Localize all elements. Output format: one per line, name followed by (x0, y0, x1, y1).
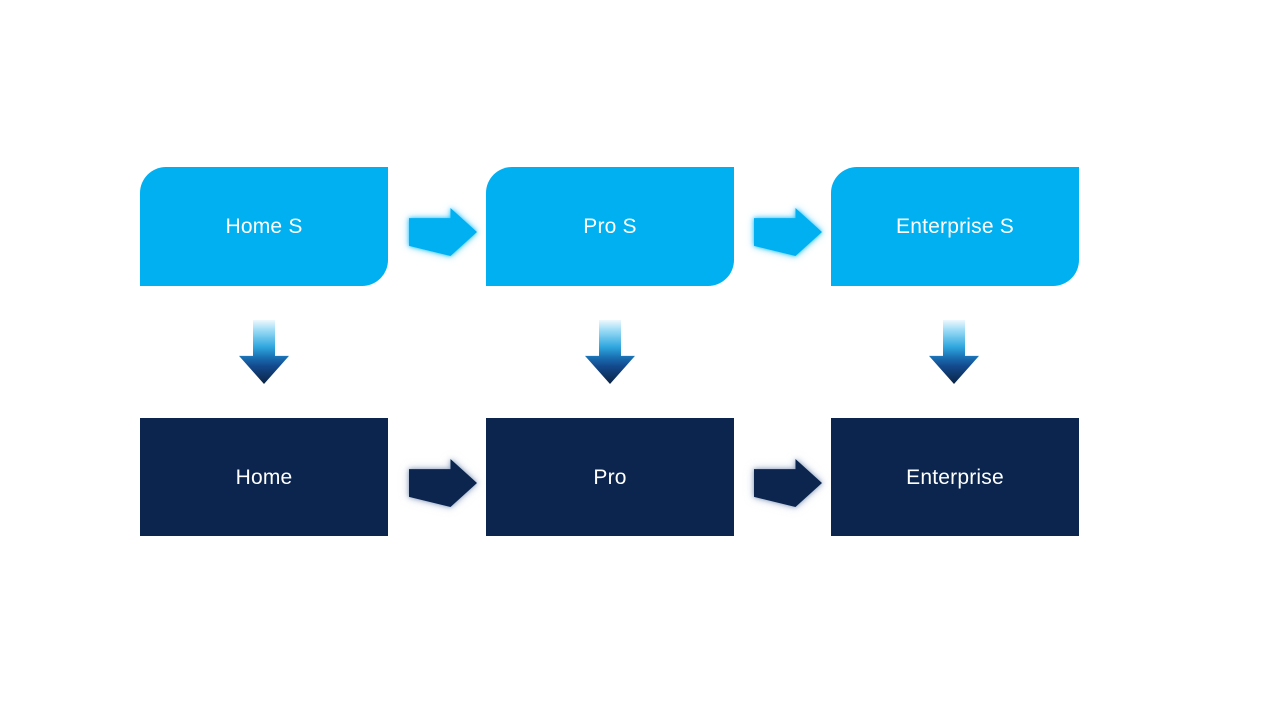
down-arrow-shape (929, 320, 979, 384)
right-arrow-icon (409, 208, 477, 256)
node-home-label: Home (235, 465, 293, 489)
node-pro-s-label: Pro S (583, 215, 637, 238)
right-arrow-shape (409, 208, 477, 256)
down-arrow-shape (585, 320, 635, 384)
node-enterprise: Enterprise (831, 418, 1079, 536)
node-home-s-label: Home S (225, 215, 303, 238)
right-arrow-icon (754, 459, 822, 507)
down-arrow-icon (239, 320, 289, 384)
node-pro-label: Pro (593, 465, 627, 489)
node-enterprise-s-label: Enterprise S (896, 215, 1014, 238)
right-arrow-shape (409, 459, 477, 507)
down-arrow-icon (585, 320, 635, 384)
node-enterprise-label: Enterprise (906, 465, 1004, 489)
right-arrow-shape (754, 459, 822, 507)
node-pro: Pro (486, 418, 734, 536)
right-arrow-icon (754, 208, 822, 256)
right-arrow-icon (409, 459, 477, 507)
down-arrow-icon (929, 320, 979, 384)
right-arrow-shape (754, 208, 822, 256)
node-enterprise-s: Enterprise S (831, 167, 1079, 286)
node-home-s: Home S (140, 167, 388, 286)
node-pro-s: Pro S (486, 167, 734, 286)
down-arrow-shape (239, 320, 289, 384)
node-home: Home (140, 418, 388, 536)
